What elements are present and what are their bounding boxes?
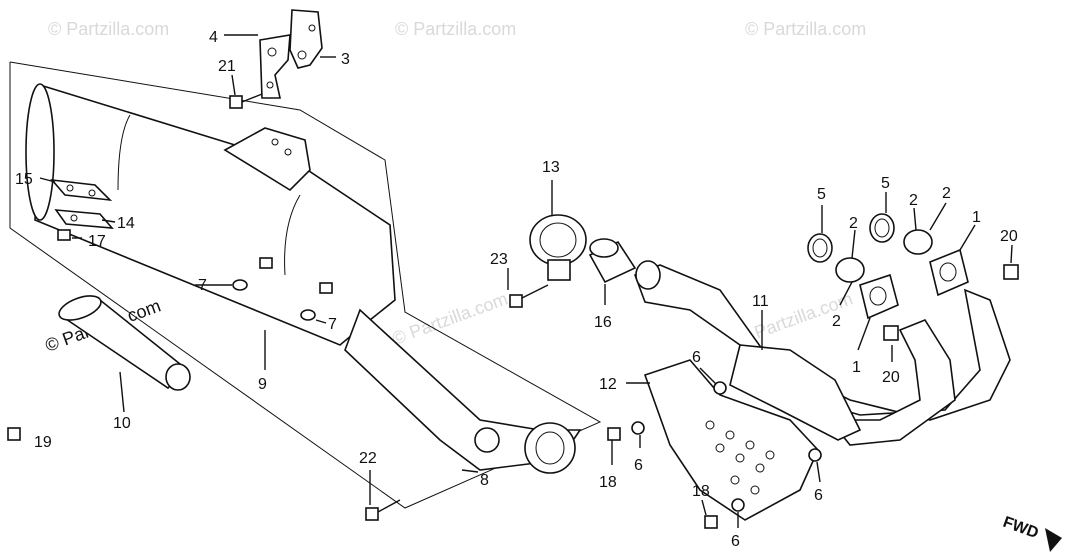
callout-label: 22 <box>359 450 377 467</box>
washer-6 <box>731 498 745 512</box>
callout-label: 1 <box>972 209 981 226</box>
bolt-19 <box>7 427 21 441</box>
callout-label: 6 <box>634 457 643 474</box>
muffler-group-outline <box>9 61 602 509</box>
callout-label: 11 <box>752 293 769 310</box>
sleeve-16 <box>588 238 637 284</box>
callouts: 1 1 2 2 2 2 3 4 5 5 6 6 6 6 7 7 8 9 10 1… <box>15 29 1018 550</box>
bracket-plates <box>50 178 114 241</box>
callout-label: 20 <box>882 369 900 386</box>
forward-arrow-icon: FWD <box>1001 514 1062 552</box>
clamp-13 <box>529 214 587 281</box>
washer-6 <box>631 421 645 435</box>
callout-label: 9 <box>258 376 267 393</box>
flange-1 <box>859 273 899 320</box>
callout-label: 7 <box>328 316 337 333</box>
callout-label: 14 <box>117 215 135 232</box>
callout-label: 6 <box>692 349 701 366</box>
callout-label: 2 <box>832 313 841 330</box>
callout-label: 2 <box>849 215 858 232</box>
gasket-5 <box>869 213 895 243</box>
callout-label: 12 <box>599 376 617 393</box>
callout-label: 21 <box>218 58 236 75</box>
callout-label: 18 <box>692 483 710 500</box>
bolt-22 <box>365 499 401 521</box>
flange-1 <box>929 248 969 297</box>
callout-label: 17 <box>88 233 106 250</box>
callout-label: 4 <box>209 29 218 46</box>
exhaust-pipe-11 <box>633 260 1011 446</box>
callout-label: 19 <box>34 434 52 451</box>
watermark: © Partzilla.com <box>390 288 511 348</box>
bolt-18 <box>704 515 718 529</box>
nut-20 <box>883 325 899 341</box>
bolt-21 <box>229 93 263 109</box>
rubber-7 <box>232 279 248 291</box>
callout-label: 3 <box>341 51 350 68</box>
callout-label: 5 <box>881 175 890 192</box>
tail-pipe-10 <box>58 295 191 391</box>
callout-label: 6 <box>814 487 823 504</box>
leader-lines <box>39 34 1013 528</box>
heat-shield-12 <box>643 359 819 521</box>
callout-label: 18 <box>599 474 617 491</box>
collet-2 <box>903 229 933 255</box>
nut-20 <box>1003 264 1019 280</box>
gasket-5 <box>807 233 833 263</box>
watermark: © Partzilla.com <box>395 19 516 39</box>
watermark: © Partzilla.com <box>48 19 169 39</box>
callout-label: 10 <box>113 415 131 432</box>
callout-label: 13 <box>542 159 560 176</box>
callout-label: 16 <box>594 314 612 331</box>
muffler <box>25 83 582 474</box>
watermark: © Partzilla.com <box>745 19 866 39</box>
callout-label: 6 <box>731 533 740 550</box>
bolt-18 <box>607 427 621 441</box>
callout-label: 2 <box>942 185 951 202</box>
callout-label: 15 <box>15 171 33 188</box>
callout-label: 7 <box>198 277 207 294</box>
collet-2 <box>835 257 865 283</box>
callout-label: 1 <box>852 359 861 376</box>
callout-label: 5 <box>817 186 826 203</box>
callout-label: 23 <box>490 251 508 268</box>
muffler-brackets <box>259 9 323 99</box>
rubber-7 <box>300 309 316 321</box>
callout-label: 20 <box>1000 228 1018 245</box>
direction-label: FWD <box>1001 514 1041 542</box>
callout-label: 8 <box>480 472 489 489</box>
washer-6 <box>713 381 727 395</box>
washer-6 <box>808 448 822 462</box>
callout-label: 2 <box>909 192 918 209</box>
bolt-23 <box>509 284 549 308</box>
